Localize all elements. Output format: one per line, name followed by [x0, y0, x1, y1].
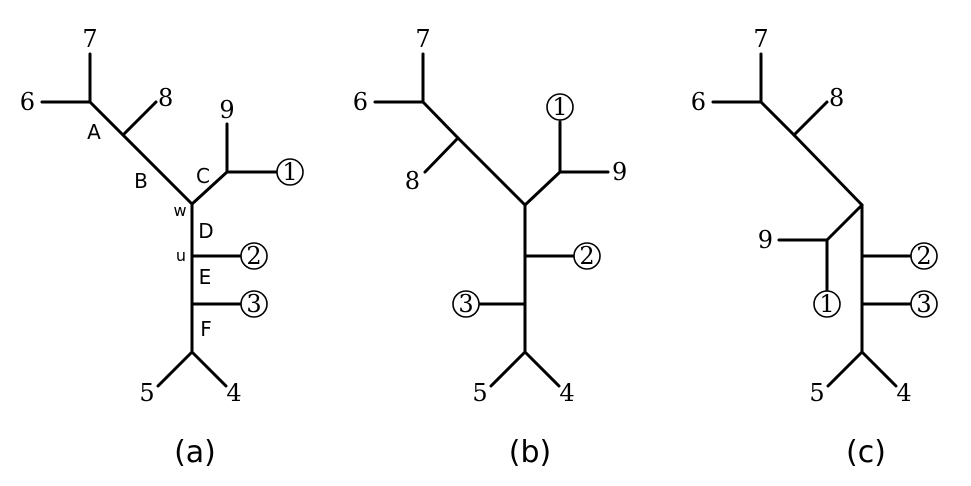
panel-a-edges	[40, 52, 278, 388]
leaf-label-1: 1	[819, 290, 834, 318]
edge	[88, 100, 125, 137]
panel-a-caption: (a)	[174, 435, 216, 470]
edge	[523, 350, 561, 388]
circled-leaf-2-ring	[910, 242, 938, 270]
node-label-w: w	[173, 201, 186, 220]
panel-b-edges	[373, 52, 610, 388]
panel-b-caption: (b)	[509, 435, 551, 470]
edge-label-e: E	[199, 265, 212, 289]
leaf-label-3: 3	[916, 290, 931, 318]
panel-c-edges	[711, 52, 912, 388]
leaf-label-5: 5	[472, 379, 487, 407]
circled-leaf-2-ring	[240, 242, 268, 270]
leaf-label-5: 5	[809, 379, 824, 407]
edge	[523, 170, 562, 207]
edge	[190, 170, 229, 206]
leaf-label-6: 6	[353, 88, 368, 116]
circled-leaf-3-ring	[910, 290, 938, 318]
panel-c-caption: (c)	[846, 435, 886, 470]
edge	[489, 350, 527, 388]
edge	[423, 136, 460, 174]
leaf-label-1: 1	[282, 158, 297, 186]
leaf-label-5: 5	[139, 379, 154, 407]
leaf-label-8: 8	[158, 84, 173, 112]
edge	[190, 350, 228, 388]
edge	[792, 133, 864, 207]
leaf-label-6: 6	[691, 88, 706, 116]
circled-leaf-3-ring	[452, 290, 480, 318]
leaf-label-8: 8	[829, 84, 844, 112]
leaf-label-3: 3	[458, 290, 473, 318]
leaf-label-9: 9	[612, 158, 627, 186]
edge	[121, 100, 158, 137]
leaf-label-6: 6	[20, 88, 35, 116]
leaf-label-4: 4	[896, 379, 911, 407]
edge-label-b: B	[134, 169, 148, 193]
edge	[121, 133, 194, 206]
leaf-label-2: 2	[579, 242, 594, 270]
edge	[792, 100, 829, 137]
edge-label-a: A	[87, 120, 101, 144]
circled-leaf-1-ring	[813, 290, 841, 318]
node-label-u: u	[176, 246, 186, 265]
edge	[421, 100, 460, 140]
leaf-label-2: 2	[246, 242, 261, 270]
leaf-label-7: 7	[82, 25, 97, 53]
edge	[826, 350, 864, 388]
leaf-label-8: 8	[405, 167, 420, 195]
leaf-label-7: 7	[415, 25, 430, 53]
edge	[759, 100, 796, 137]
circled-leaf-3-ring	[240, 290, 268, 318]
leaf-label-4: 4	[559, 379, 574, 407]
edge	[456, 136, 527, 207]
leaf-label-3: 3	[246, 290, 261, 318]
circled-leaf-2-ring	[573, 242, 601, 270]
edge-label-d: D	[198, 219, 213, 243]
panel-c: 7 6 8 9 1 2 3 5 4 (c)	[691, 25, 938, 470]
edge	[156, 350, 194, 388]
edge	[825, 203, 864, 242]
panel-b: 7 6 8 1 9 2 3 5 4 (b)	[353, 25, 628, 470]
leaf-label-2: 2	[916, 242, 931, 270]
leaf-label-1: 1	[552, 93, 567, 121]
leaf-label-9: 9	[219, 96, 234, 124]
edge-label-f: F	[200, 317, 212, 341]
leaf-label-4: 4	[226, 379, 241, 407]
edge	[860, 350, 898, 388]
edge-label-c: C	[196, 164, 210, 188]
circled-leaf-1-ring	[276, 158, 304, 186]
leaf-label-9: 9	[758, 226, 773, 254]
circled-leaf-1-ring	[546, 93, 574, 121]
panel-a: 7 6 8 9 1 2 3 5 4 A B C D E F w u (a)	[20, 25, 304, 470]
leaf-label-7: 7	[753, 25, 768, 53]
